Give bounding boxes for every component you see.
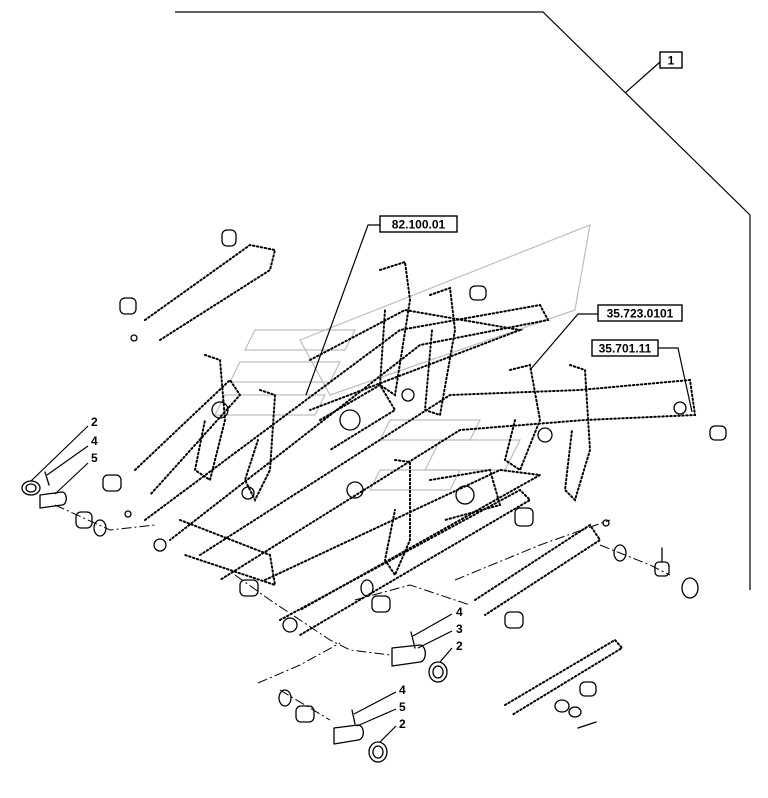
cylinder-upper-leader (529, 313, 598, 371)
svg-text:82.100.01: 82.100.01 (392, 218, 446, 232)
svg-text:2: 2 (399, 717, 406, 731)
svg-text:4: 4 (399, 683, 406, 697)
svg-text:5: 5 (399, 700, 406, 714)
assembly-leader (624, 61, 661, 94)
svg-text:5: 5 (91, 451, 98, 465)
svg-text:1: 1 (668, 54, 675, 68)
svg-text:2: 2 (91, 415, 98, 429)
ref-box-cylinder-lower: 35.701.11 (591, 339, 659, 357)
svg-text:3: 3 (456, 622, 463, 636)
frame-leader (305, 224, 380, 396)
assembly-centerlines (54, 504, 671, 721)
svg-text:35.723.0101: 35.723.0101 (607, 307, 674, 321)
svg-text:35.701.11: 35.701.11 (599, 342, 652, 356)
assembly-bracket-line (175, 11, 751, 590)
ref-box-assembly: 1 (659, 51, 683, 69)
loader-frame (134, 243, 697, 716)
svg-text:4: 4 (456, 605, 463, 619)
callout-group-middle: 4 3 2 (391, 605, 463, 683)
callout-group-left: 2 4 5 (21, 415, 98, 509)
misc-small-parts (124, 334, 699, 729)
callout-group-bottom: 4 5 2 (333, 683, 406, 763)
ref-box-frame: 82.100.01 (379, 215, 458, 233)
loose-pins (75, 229, 727, 723)
ref-box-cylinder-upper: 35.723.0101 (597, 304, 683, 322)
svg-text:4: 4 (91, 434, 98, 448)
cylinder-lower-leader (658, 347, 693, 413)
svg-text:2: 2 (456, 639, 463, 653)
